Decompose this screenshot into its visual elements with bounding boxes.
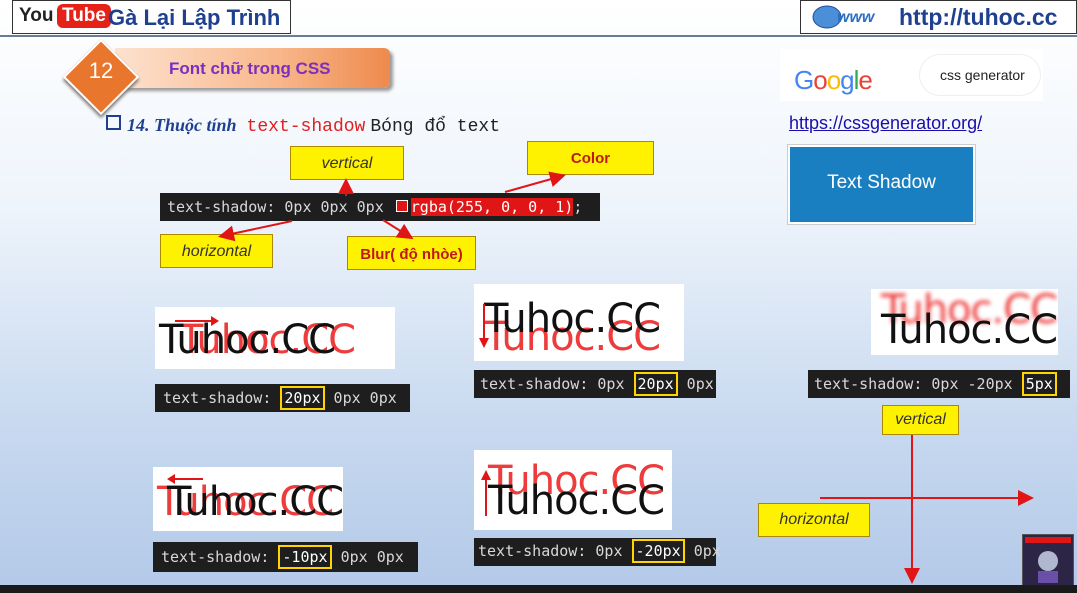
google-search-input[interactable]: css generator: [920, 55, 1040, 95]
property-heading: 14. Thuộc tính text-shadow Bóng đổ text: [106, 115, 500, 137]
lesson-banner: Font chữ trong CSS: [115, 48, 390, 88]
demo-box-shift-down: Tuhoc.CC Tuhoc.CC: [474, 284, 684, 361]
property-number: 14. Thuộc tính: [127, 115, 237, 135]
code-example-2: text-shadow: 0px 20px 0px: [474, 370, 716, 398]
search-query: css generator: [940, 67, 1025, 83]
arrow-up-icon: [481, 470, 491, 516]
demo-text: Tuhoc.CC: [159, 317, 336, 363]
code-color-value: rgba(255, 0, 0, 1): [410, 198, 574, 216]
globe-www-icon: www: [812, 5, 876, 29]
demo-shadow-text: Tuhoc.CC: [488, 458, 665, 504]
arrow-horizontal: [218, 220, 293, 242]
code-highlight: 20px: [633, 372, 678, 396]
channel-name: Gà Lại Lập Trình: [108, 5, 281, 30]
cssgenerator-link[interactable]: https://cssgenerator.org/: [789, 113, 983, 133]
arrow-blur: [382, 219, 414, 240]
arrow-color: [504, 171, 566, 193]
demo-text: Tuhoc.CC: [167, 479, 343, 525]
demo-box-blur: Tuhoc.CC Tuhoc.CC: [871, 289, 1058, 355]
code-highlight: -10px: [278, 545, 332, 569]
axis-label-horizontal: horizontal: [758, 503, 870, 537]
site-url[interactable]: http://tuhoc.cc: [899, 4, 1058, 30]
color-swatch-icon: [395, 200, 408, 212]
demo-shadow-text: Tuhoc.CC: [157, 479, 334, 525]
subscribe-avatar-icon[interactable]: [1022, 534, 1074, 586]
code-text: 0px: [684, 542, 721, 560]
code-highlight: 5px: [1021, 372, 1057, 396]
demo-box-shift-left: Tuhoc.CC Tuhoc.CC: [153, 467, 343, 531]
main-code-bar: text-shadow: 0px 0px 0px rgba(255, 0, 0,…: [160, 193, 600, 221]
arrow-down-icon: [479, 304, 489, 348]
text-shadow-button[interactable]: Text Shadow: [788, 145, 975, 224]
demo-box-shift-right: Tuhoc.CC Tuhoc.CC: [155, 307, 395, 369]
lesson-title: Font chữ trong CSS: [169, 59, 331, 78]
code-text: text-shadow: 0px -20px: [814, 375, 1022, 393]
demo-text: Tuhoc.CC: [881, 307, 1058, 353]
code-text: text-shadow: 0px: [480, 375, 634, 393]
text-shadow-button-label: Text Shadow: [827, 172, 936, 193]
demo-text: Tuhoc.CC: [488, 478, 665, 524]
property-code: text-shadow: [246, 117, 366, 137]
avatar-figure-icon: [1025, 537, 1071, 583]
bottom-bar: [0, 585, 1077, 593]
code-prefix: text-shadow: 0px 0px 0px: [167, 198, 393, 216]
label-horizontal: horizontal: [160, 234, 273, 268]
google-logo: Google: [794, 65, 873, 95]
demo-shadow-text: Tuhoc.CC: [881, 289, 1058, 333]
code-highlight: 20px: [280, 386, 325, 410]
code-example-5: text-shadow: 0px -20px 0px: [474, 538, 721, 566]
axis-label-vertical: vertical: [882, 405, 959, 435]
code-example-1: text-shadow: 20px 0px 0px: [155, 384, 410, 412]
code-text: text-shadow:: [161, 548, 279, 566]
demo-text: Tuhoc.CC: [484, 296, 661, 342]
code-text: text-shadow:: [163, 389, 281, 407]
label-vertical: vertical: [290, 146, 404, 180]
label-color: Color: [527, 141, 654, 175]
arrow-left-icon: [167, 474, 203, 484]
code-highlight: -20px: [631, 539, 685, 563]
lesson-number: 12: [88, 58, 114, 83]
code-example-3: text-shadow: 0px -20px 5px: [808, 370, 1070, 398]
checkbox-bullet-icon: [106, 115, 121, 130]
demo-shadow-text: Tuhoc.CC: [179, 317, 356, 363]
youtube-logo-you: You: [19, 5, 54, 26]
code-example-4: text-shadow: -10px 0px 0px: [153, 542, 418, 572]
youtube-logo-tube: Tube: [57, 4, 111, 28]
code-text: text-shadow: 0px: [478, 542, 632, 560]
google-search-box: Google css generator: [780, 49, 1043, 101]
demo-shadow-text: Tuhoc.CC: [484, 314, 661, 360]
site-header: www http://tuhoc.cc: [800, 0, 1077, 34]
header-divider: [0, 35, 1077, 37]
code-suffix: ;: [573, 198, 583, 216]
property-description: Bóng đổ text: [370, 117, 500, 137]
channel-header: You Tube Gà Lại Lập Trình: [12, 0, 291, 34]
svg-text:www: www: [837, 9, 876, 26]
code-text: 0px 0px: [331, 548, 404, 566]
code-text: 0px 0px: [324, 389, 397, 407]
arrow-right-icon: [175, 316, 219, 326]
code-text: 0px: [677, 375, 714, 393]
demo-box-shift-up: Tuhoc.CC Tuhoc.CC: [474, 450, 672, 530]
